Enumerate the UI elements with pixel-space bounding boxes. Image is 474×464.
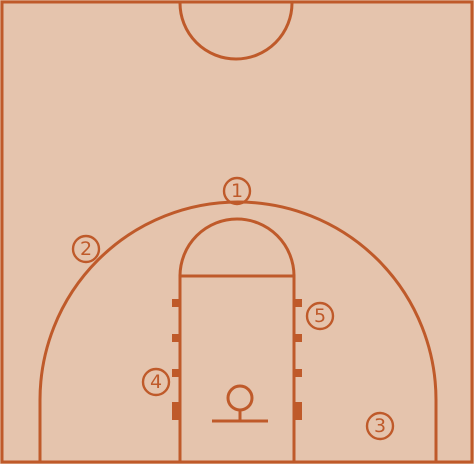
player-number: 2 <box>80 238 92 260</box>
player-ring <box>141 367 171 397</box>
lane-hash-mark <box>172 369 180 377</box>
lane-hash-mark <box>294 299 302 307</box>
free-throw-circle-arc <box>178 217 296 277</box>
player-marker-1[interactable]: 1 <box>222 176 252 206</box>
player-number: 4 <box>150 371 162 393</box>
player-ring <box>365 411 395 441</box>
lane-block <box>294 402 302 420</box>
player-number: 5 <box>314 305 326 327</box>
player-number: 1 <box>231 180 243 202</box>
player-marker-2[interactable]: 2 <box>71 234 101 264</box>
player-marker-3[interactable]: 3 <box>365 411 395 441</box>
basket-rim <box>226 384 254 412</box>
player-marker-5[interactable]: 5 <box>305 301 335 331</box>
player-ring <box>305 301 335 331</box>
lane-hash-mark <box>172 334 180 342</box>
player-marker-4[interactable]: 4 <box>141 367 171 397</box>
player-ring <box>222 176 252 206</box>
lane-hash-mark <box>294 334 302 342</box>
lane-hash-mark <box>172 299 180 307</box>
player-ring <box>71 234 101 264</box>
three-point-line <box>38 200 438 462</box>
center-circle-arc <box>178 2 294 61</box>
player-number: 3 <box>374 415 386 437</box>
lane-hash-mark <box>294 369 302 377</box>
lane-block <box>172 402 180 420</box>
